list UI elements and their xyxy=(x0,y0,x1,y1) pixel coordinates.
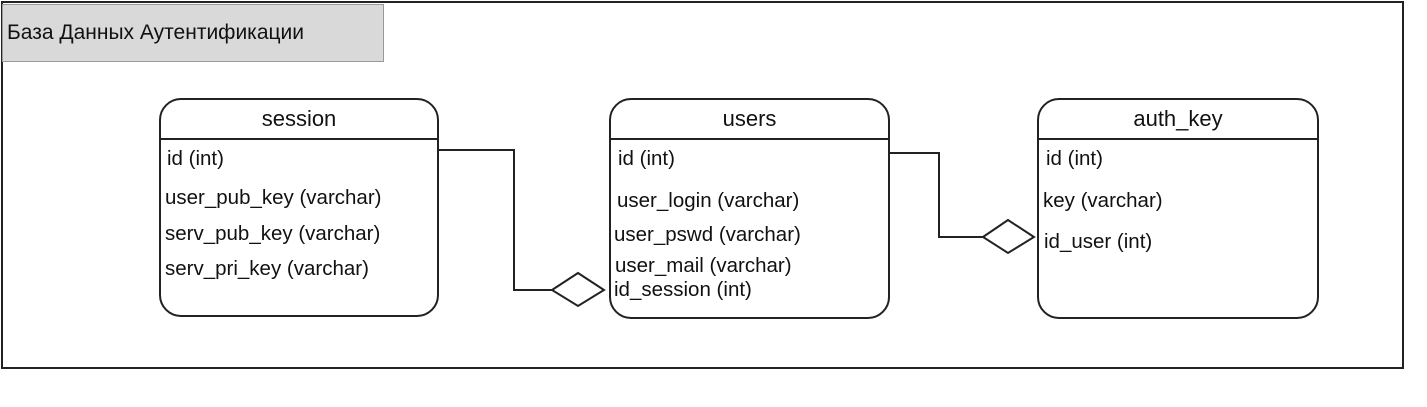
session-field-id: id (int) xyxy=(167,147,224,170)
entity-session-header: session xyxy=(161,100,437,140)
users-field-user-mail: user_mail (varchar) xyxy=(615,254,792,277)
auth-key-field-id: id (int) xyxy=(1046,147,1103,170)
diagram-title: База Данных Аутентификации xyxy=(7,21,304,44)
entity-auth-key-header: auth_key xyxy=(1039,100,1317,140)
entity-users[interactable]: users id (int) user_login (varchar) user… xyxy=(609,98,890,319)
users-field-id: id (int) xyxy=(618,147,675,170)
entity-users-name: users xyxy=(722,106,777,131)
entity-session-name: session xyxy=(261,106,337,131)
diagram-title-box: База Данных Аутентификации xyxy=(2,4,384,62)
session-field-serv-pri-key: serv_pri_key (varchar) xyxy=(165,257,369,280)
entity-auth-key[interactable]: auth_key id (int) key (varchar) id_user … xyxy=(1037,98,1319,319)
session-field-serv-pub-key: serv_pub_key (varchar) xyxy=(165,222,381,245)
users-field-id-session: id_session (int) xyxy=(614,278,752,301)
auth-key-field-key: key (varchar) xyxy=(1043,189,1163,212)
auth-key-field-id-user: id_user (int) xyxy=(1044,230,1153,253)
session-field-user-pub-key: user_pub_key (varchar) xyxy=(165,186,382,209)
users-field-user-pswd: user_pswd (varchar) xyxy=(614,223,801,246)
entity-auth-key-name: auth_key xyxy=(1133,106,1223,131)
users-field-user-login: user_login (varchar) xyxy=(617,189,800,212)
entity-users-header: users xyxy=(611,100,888,140)
entity-session[interactable]: session id (int) user_pub_key (varchar) … xyxy=(159,98,439,317)
